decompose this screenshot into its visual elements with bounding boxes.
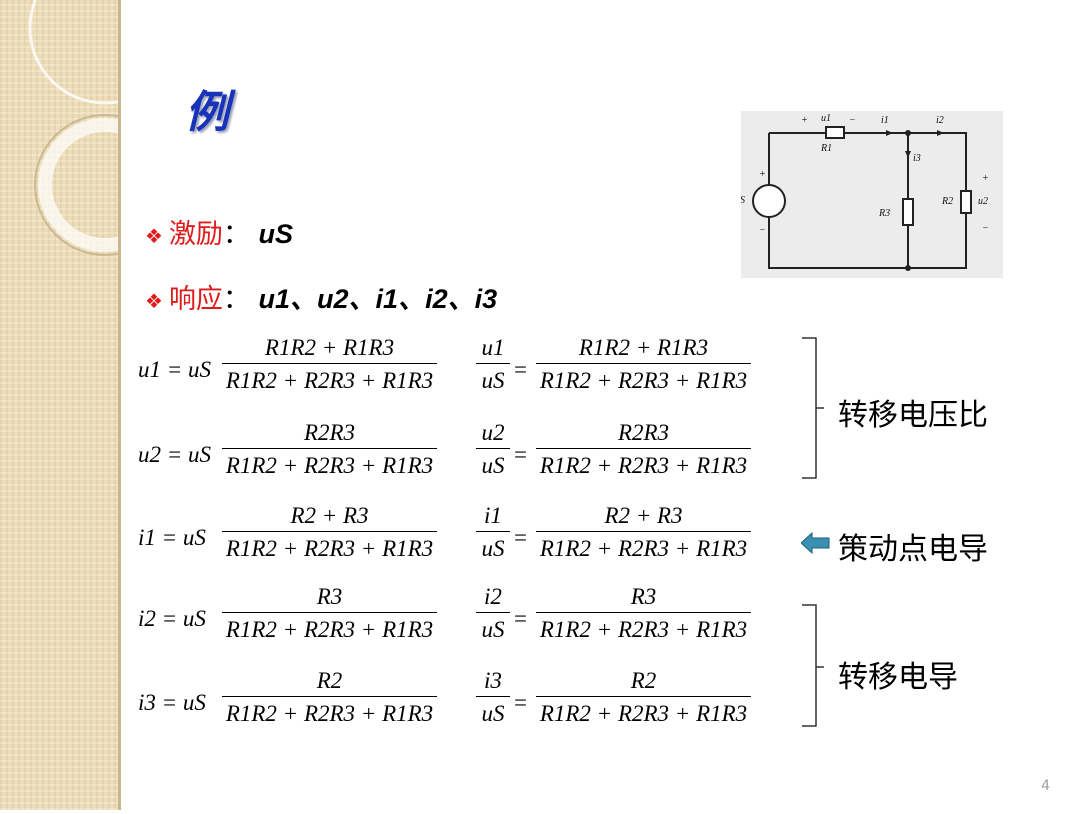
left-arrow-icon	[801, 532, 830, 554]
ratio-rhs-numerator: R2 + R3	[604, 503, 683, 528]
ratio-fraction: i1 uS	[476, 503, 510, 562]
equation-lhs: u2 = uS	[138, 442, 212, 467]
diamond-bullet-icon: ❖	[145, 224, 163, 248]
circuit-diagram: + u1 − R1 i1 i2 i3 + uS − R3 R2 + u2 −	[735, 111, 1003, 278]
ratio-denominator: uS	[481, 453, 505, 478]
circuit-plus-left: +	[801, 115, 808, 126]
equation-denominator: R1R2 + R2R3 + R1R3	[225, 536, 434, 561]
equation-numerator: R2	[316, 668, 343, 693]
page-number: 4	[1041, 778, 1050, 794]
equation-denominator: R1R2 + R2R3 + R1R3	[225, 368, 434, 393]
annotation-voltage-ratio: 转移电压比	[838, 398, 988, 433]
ratio-rhs-denominator: R1R2 + R2R3 + R1R3	[539, 368, 748, 393]
circuit-uS: uS	[741, 195, 745, 206]
diamond-bullet-icon: ❖	[145, 289, 163, 313]
response-vars: u1、u2、i1、i2、i3	[258, 284, 498, 314]
response-colon: ：	[222, 284, 250, 315]
annotation-transfer-conductance: 转移电导	[838, 660, 958, 695]
circuit-R2: R2	[941, 196, 953, 207]
equation-lhs: i3 = uS	[138, 690, 206, 715]
circuit-i2: i2	[936, 115, 944, 126]
equation-lhs: u1 = uS	[138, 357, 212, 382]
equation-numerator: R1R2 + R1R3	[264, 335, 395, 360]
response-label: 响应	[168, 284, 223, 315]
circuit-u2: u2	[978, 196, 988, 207]
excitation-line: ❖激励： uS	[145, 212, 293, 251]
response-line: ❖响应： u1、u2、i1、i2、i3	[145, 277, 497, 316]
ratio-numerator: i1	[484, 503, 502, 528]
ratio-numerator: i2	[484, 584, 502, 609]
equals-sign: =	[514, 690, 527, 715]
circuit-i1: i1	[881, 115, 889, 126]
ratio-denominator: uS	[481, 368, 505, 393]
circuit-i3: i3	[913, 153, 921, 164]
ratio-denominator: uS	[481, 617, 505, 642]
ratio-fraction: u1 uS	[476, 335, 510, 394]
ratio-rhs-numerator: R1R2 + R1R3	[578, 335, 709, 360]
equation-fraction: R2 + R3 R1R2 + R2R3 + R1R3	[222, 503, 437, 562]
ratio-rhs-numerator: R3	[630, 584, 657, 609]
decorative-rings-icon	[28, 0, 182, 256]
circuit-u1: u1	[821, 113, 831, 124]
circuit-plus-right: +	[982, 173, 989, 184]
ratio-rhs-fraction: R2 + R3 R1R2 + R2R3 + R1R3	[536, 503, 751, 562]
equation-denominator: R1R2 + R2R3 + R1R3	[225, 453, 434, 478]
ratio-rhs-denominator: R1R2 + R2R3 + R1R3	[539, 536, 748, 561]
ratio-numerator: i3	[484, 668, 502, 693]
ratio-rhs-numerator: R2	[630, 668, 657, 693]
excitation-colon: ：	[222, 219, 250, 250]
equals-sign: =	[514, 525, 527, 550]
circuit-minus-top: −	[849, 115, 856, 126]
ratio-denominator: uS	[481, 701, 505, 726]
ratio-fraction: i3 uS	[476, 668, 510, 727]
excitation-vars: uS	[258, 219, 294, 249]
circuit-minus-src: −	[759, 225, 766, 236]
decorative-sidebar	[0, 0, 182, 810]
ratio-rhs-denominator: R1R2 + R2R3 + R1R3	[539, 701, 748, 726]
ratio-rhs-denominator: R1R2 + R2R3 + R1R3	[539, 453, 748, 478]
equals-sign: =	[514, 442, 527, 467]
ratio-numerator: u2	[481, 420, 505, 445]
brace-lines	[802, 337, 824, 727]
equation-numerator: R3	[316, 584, 343, 609]
equals-sign: =	[514, 357, 527, 382]
equation-denominator: R1R2 + R2R3 + R1R3	[225, 617, 434, 642]
circuit-R1: R1	[820, 143, 832, 154]
ratio-rhs-numerator: R2R3	[617, 420, 670, 445]
circuit-R3: R3	[878, 208, 890, 219]
ratio-numerator: u1	[481, 335, 505, 360]
slide-title: 例	[185, 87, 229, 138]
annotation-driving-point: 策动点电导	[838, 532, 988, 567]
excitation-label: 激励	[168, 219, 223, 250]
circuit-minus-right: −	[982, 223, 989, 234]
ratio-denominator: uS	[481, 536, 505, 561]
ratio-rhs-denominator: R1R2 + R2R3 + R1R3	[539, 617, 748, 642]
equation-numerator: R2R3	[303, 420, 356, 445]
equation-numerator: R2 + R3	[290, 503, 369, 528]
ratio-fraction: i2 uS	[476, 584, 510, 643]
circuit-plus-src: +	[759, 169, 766, 180]
sidebar-divider	[118, 0, 121, 810]
ratio-fraction: u2 uS	[476, 420, 510, 479]
equation-denominator: R1R2 + R2R3 + R1R3	[225, 701, 434, 726]
equals-sign: =	[514, 606, 527, 631]
equation-lhs: i1 = uS	[138, 525, 206, 550]
equation-lhs: i2 = uS	[138, 606, 206, 631]
